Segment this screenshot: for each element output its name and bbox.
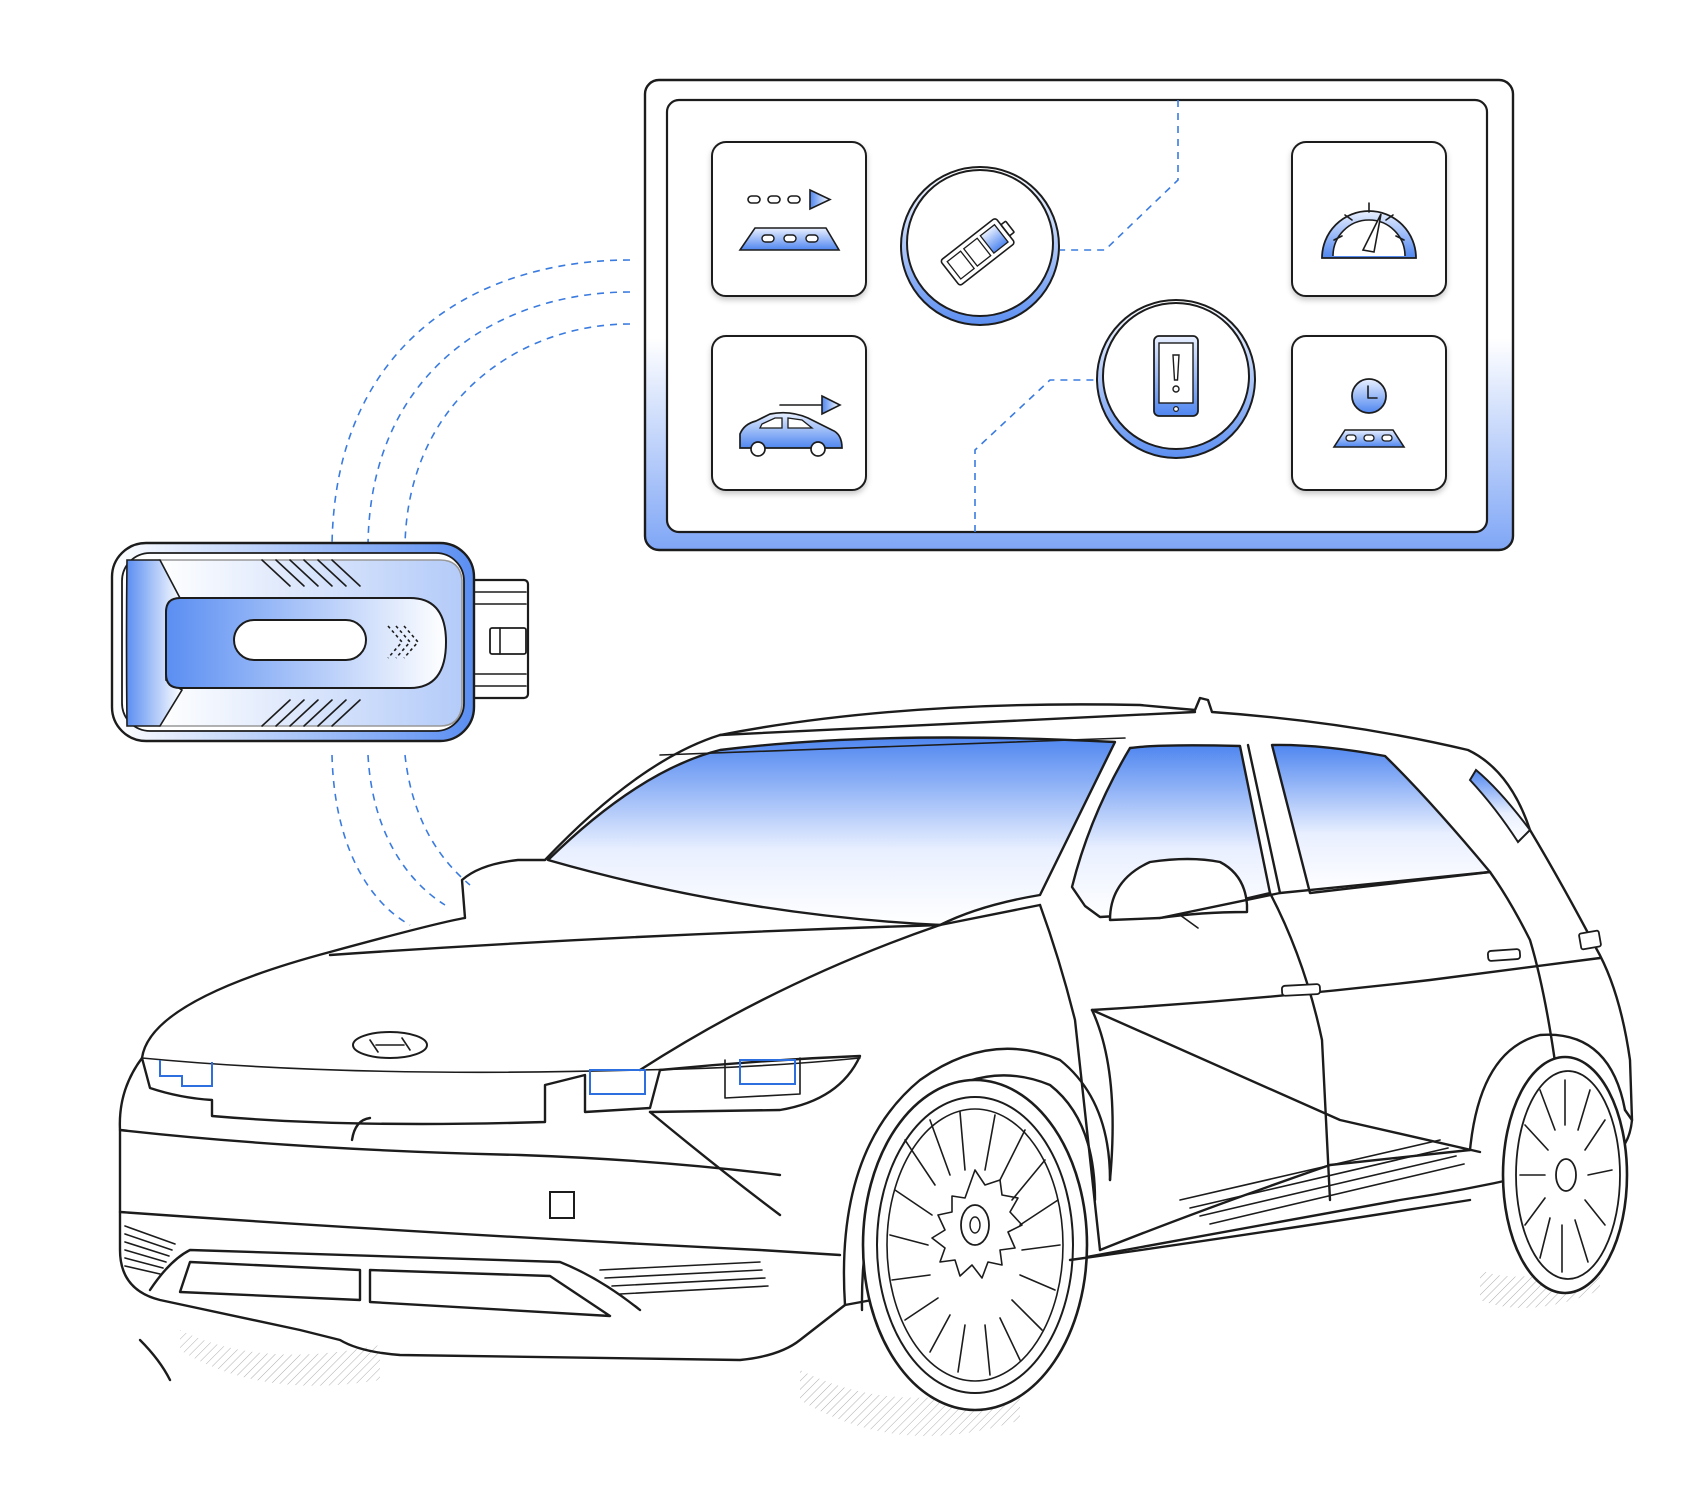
speedometer-icon [1321,202,1417,259]
obd-dongle-icon [110,541,530,743]
phone-alert-icon [1153,335,1199,417]
clock-platform-tile[interactable] [1291,335,1447,491]
phone-alert-tile[interactable] [1096,299,1256,459]
clock-platform-icon [1332,378,1406,448]
dashboard-panel [643,78,1515,552]
route-progress-tile[interactable] [711,141,867,297]
speedometer-tile[interactable] [1291,141,1447,297]
battery-tile[interactable] [900,166,1060,326]
car-motion-tile[interactable] [711,335,867,491]
wireless-signal-arcs [331,259,631,926]
car-motion-icon [739,394,843,457]
battery-icon [940,218,1015,286]
electric-suv-icon [118,696,1634,1436]
route-progress-icon [738,188,841,251]
